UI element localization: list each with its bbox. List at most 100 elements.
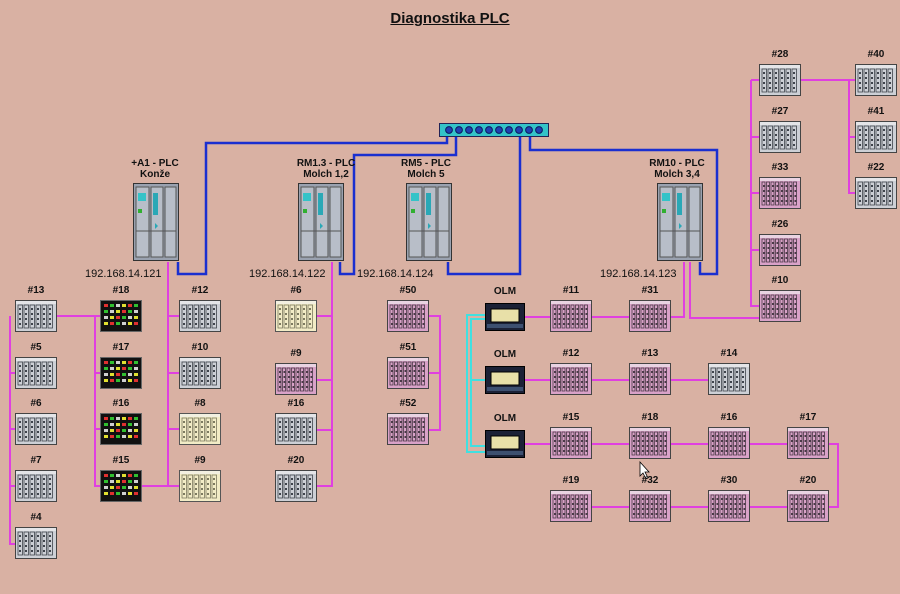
node-label: #15	[112, 455, 130, 466]
plc-cpu-icon[interactable]	[406, 183, 452, 261]
io-station-icon[interactable]	[179, 470, 221, 502]
node-label: #26	[771, 219, 789, 230]
node-label: #6	[30, 398, 42, 409]
io-station-icon[interactable]	[550, 300, 592, 332]
io-station-icon[interactable]	[759, 290, 801, 322]
node-label: #31	[641, 285, 659, 296]
io-station-icon[interactable]	[759, 177, 801, 209]
io-station-icon[interactable]	[15, 300, 57, 332]
node-label: #5	[30, 342, 42, 353]
plc-cpu-icon[interactable]	[657, 183, 703, 261]
node-label: #41	[867, 106, 885, 117]
node-label: #17	[112, 342, 130, 353]
io-station-icon[interactable]	[855, 177, 897, 209]
node-label: #9	[194, 455, 206, 466]
node-label: #10	[191, 342, 209, 353]
io-station-icon[interactable]	[387, 357, 429, 389]
io-station-icon[interactable]	[787, 490, 829, 522]
node-label: #30	[720, 475, 738, 486]
node-label: #12	[191, 285, 209, 296]
io-station-icon[interactable]	[15, 470, 57, 502]
io-station-icon[interactable]	[387, 413, 429, 445]
olm-label: OLM	[493, 349, 517, 360]
io-station-icon[interactable]	[759, 64, 801, 96]
io-station-icon[interactable]	[550, 427, 592, 459]
operator-panel-icon[interactable]	[100, 357, 142, 389]
io-station-icon[interactable]	[275, 363, 317, 395]
plc-location: Molch 1,2	[303, 169, 349, 180]
node-label: #50	[399, 285, 417, 296]
node-label: #52	[399, 398, 417, 409]
node-label: #11	[562, 285, 580, 296]
plc-ip-address: 192.168.14.121	[85, 268, 162, 280]
node-label: #14	[720, 348, 738, 359]
io-station-icon[interactable]	[759, 234, 801, 266]
io-station-icon[interactable]	[708, 427, 750, 459]
plc-name: RM1.3 - PLC	[296, 158, 356, 169]
io-station-icon[interactable]	[855, 64, 897, 96]
node-label: #20	[287, 455, 305, 466]
io-station-icon[interactable]	[708, 363, 750, 395]
node-label: #40	[867, 49, 885, 60]
io-station-icon[interactable]	[708, 490, 750, 522]
io-station-icon[interactable]	[387, 300, 429, 332]
optical-link-module-icon[interactable]	[485, 303, 525, 331]
node-label: #16	[287, 398, 305, 409]
io-station-icon[interactable]	[15, 357, 57, 389]
node-label: #18	[641, 412, 659, 423]
io-station-icon[interactable]	[275, 300, 317, 332]
node-label: #13	[641, 348, 659, 359]
io-station-icon[interactable]	[15, 527, 57, 559]
node-label: #4	[30, 512, 42, 523]
io-station-icon[interactable]	[179, 357, 221, 389]
io-station-icon[interactable]	[787, 427, 829, 459]
io-station-icon[interactable]	[629, 300, 671, 332]
node-label: #33	[771, 162, 789, 173]
node-label: #20	[799, 475, 817, 486]
plc-name: RM5 - PLC	[401, 158, 451, 169]
operator-panel-icon[interactable]	[100, 300, 142, 332]
io-station-icon[interactable]	[15, 413, 57, 445]
io-station-icon[interactable]	[550, 490, 592, 522]
optical-link-module-icon[interactable]	[485, 430, 525, 458]
plc-ip-address: 192.168.14.124	[357, 268, 434, 280]
plc-name: +A1 - PLC	[131, 158, 179, 169]
page-title: Diagnostika PLC	[390, 10, 510, 27]
io-station-icon[interactable]	[629, 363, 671, 395]
io-station-icon[interactable]	[275, 413, 317, 445]
io-station-icon[interactable]	[855, 121, 897, 153]
io-station-icon[interactable]	[629, 490, 671, 522]
io-station-icon[interactable]	[179, 300, 221, 332]
plc-cpu-icon[interactable]	[133, 183, 179, 261]
plc-name: RM10 - PLC	[649, 158, 705, 169]
node-label: #8	[194, 398, 206, 409]
ethernet-switch-icon[interactable]	[439, 123, 549, 137]
node-label: #16	[112, 398, 130, 409]
node-label: #32	[641, 475, 659, 486]
plc-location: Molch 3,4	[654, 169, 700, 180]
plc-cpu-icon[interactable]	[298, 183, 344, 261]
io-station-icon[interactable]	[179, 413, 221, 445]
node-label: #18	[112, 285, 130, 296]
operator-panel-icon[interactable]	[100, 470, 142, 502]
node-label: #7	[30, 455, 42, 466]
node-label: #10	[771, 275, 789, 286]
io-station-icon[interactable]	[550, 363, 592, 395]
olm-label: OLM	[493, 413, 517, 424]
optical-link-module-icon[interactable]	[485, 366, 525, 394]
io-station-icon[interactable]	[275, 470, 317, 502]
node-label: #22	[867, 162, 885, 173]
olm-label: OLM	[493, 286, 517, 297]
io-station-icon[interactable]	[629, 427, 671, 459]
plc-ip-address: 192.168.14.122	[249, 268, 326, 280]
node-label: #9	[290, 348, 302, 359]
io-station-icon[interactable]	[759, 121, 801, 153]
operator-panel-icon[interactable]	[100, 413, 142, 445]
plc-ip-address: 192.168.14.123	[600, 268, 677, 280]
plc-location: Molch 5	[407, 169, 445, 180]
